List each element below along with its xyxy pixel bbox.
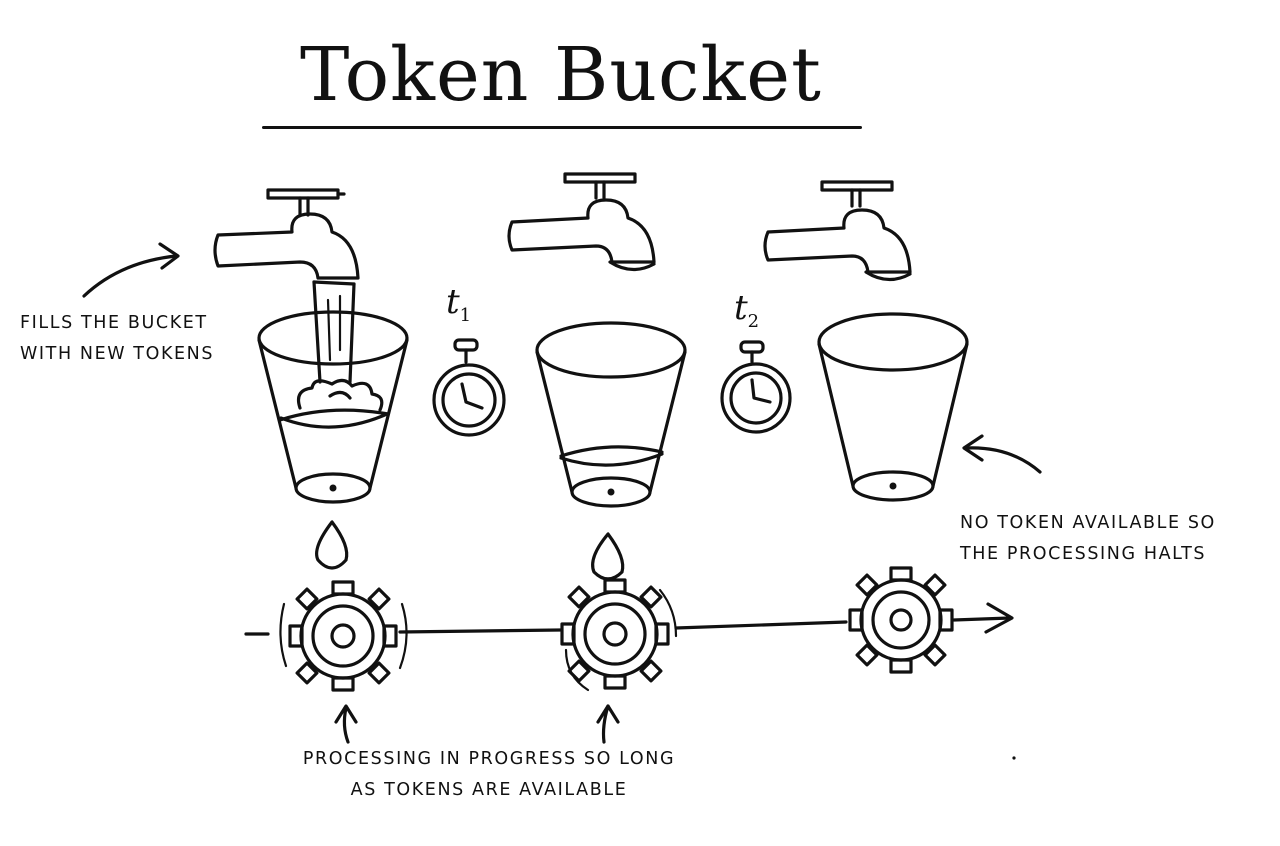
gear-icon bbox=[279, 580, 408, 692]
bucket-icon bbox=[535, 321, 687, 508]
fills-bucket-label: FILLS THE BUCKET WITH NEW TOKENS bbox=[20, 313, 215, 364]
arrow-icon bbox=[82, 242, 180, 298]
page-title: Token Bucket bbox=[300, 32, 822, 118]
arrow-icon bbox=[962, 434, 1042, 474]
arrow-icon bbox=[596, 704, 620, 744]
bucket-icon bbox=[817, 312, 969, 502]
halts-label: NO TOKEN AVAILABLE SO THE PROCESSING HAL… bbox=[960, 513, 1216, 564]
progress-label: PROCESSING IN PROGRESS SO LONG AS TOKENS… bbox=[302, 749, 676, 800]
arrow-icon bbox=[334, 704, 358, 744]
stopwatch-icon bbox=[720, 340, 792, 434]
timer-label-2: t2 bbox=[734, 288, 760, 332]
tap-icon bbox=[213, 188, 360, 280]
token-drop-icon bbox=[591, 532, 625, 581]
token-drop-icon bbox=[315, 520, 349, 570]
gear-icon bbox=[560, 578, 678, 692]
pipeline-line bbox=[244, 602, 1014, 636]
bucket-icon bbox=[257, 310, 409, 504]
tap-icon bbox=[763, 180, 912, 282]
water-stream bbox=[312, 280, 356, 384]
title-underline bbox=[262, 126, 862, 129]
gear-icon bbox=[848, 566, 954, 674]
stopwatch-icon bbox=[432, 338, 506, 437]
timer-label-1: t1 bbox=[446, 282, 472, 326]
tap-icon bbox=[507, 172, 656, 272]
